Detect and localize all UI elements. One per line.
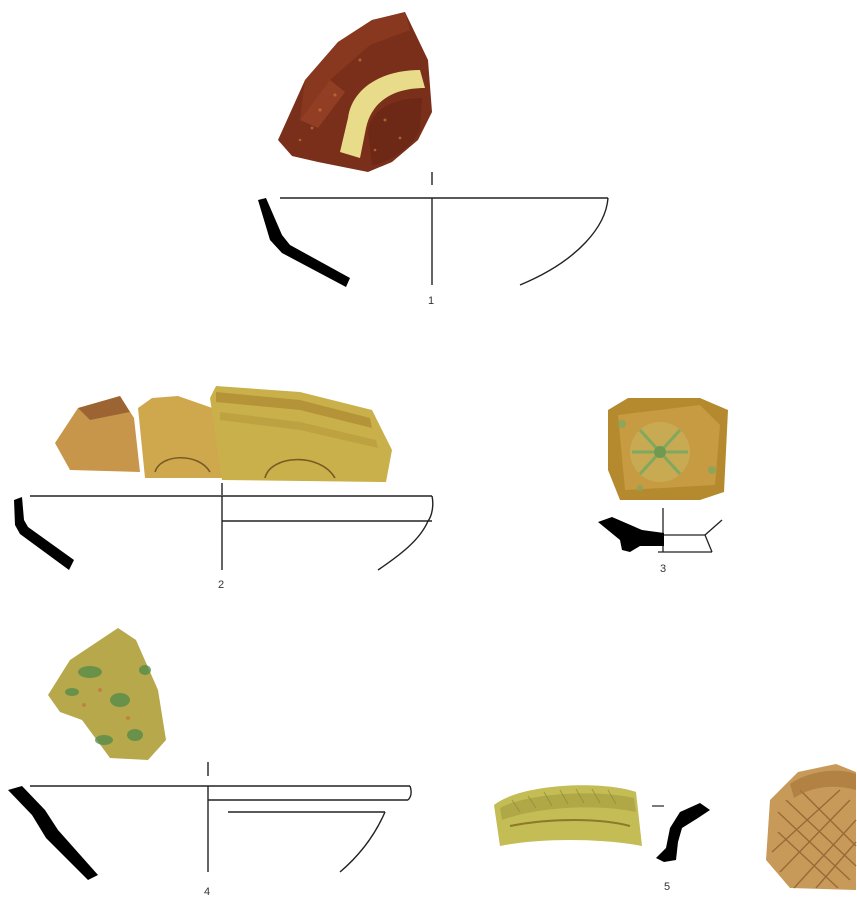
figure-5: 5 (494, 764, 857, 893)
profile-drawing-2 (30, 483, 434, 571)
figure-4: 4 (8, 628, 412, 898)
figure-3: 3 (598, 398, 728, 575)
section-profile-2 (14, 497, 74, 570)
figure-1: 1 (258, 12, 609, 307)
section-profile-3 (598, 517, 664, 552)
figure-number-2: 2 (218, 579, 224, 591)
sherd-5-photo (494, 785, 642, 846)
sherd-1-photo (278, 12, 432, 172)
section-profile-1 (258, 198, 350, 287)
section-profile-5 (656, 803, 710, 862)
section-profile-4 (8, 786, 98, 880)
profile-drawing-4 (30, 762, 412, 873)
figure-number-5: 5 (664, 881, 670, 893)
sherd-6-photo (766, 764, 857, 890)
profile-drawing-3 (640, 508, 723, 553)
figure-number-3: 3 (660, 563, 666, 575)
figure-number-4: 4 (204, 886, 210, 898)
figure-2: 2 (14, 386, 434, 591)
profile-drawing-1 (280, 172, 609, 286)
sherd-4-photo (48, 628, 166, 760)
sherd-3-photo (608, 398, 728, 500)
figure-number-1: 1 (428, 295, 434, 307)
sherd-2-photo (55, 386, 392, 482)
